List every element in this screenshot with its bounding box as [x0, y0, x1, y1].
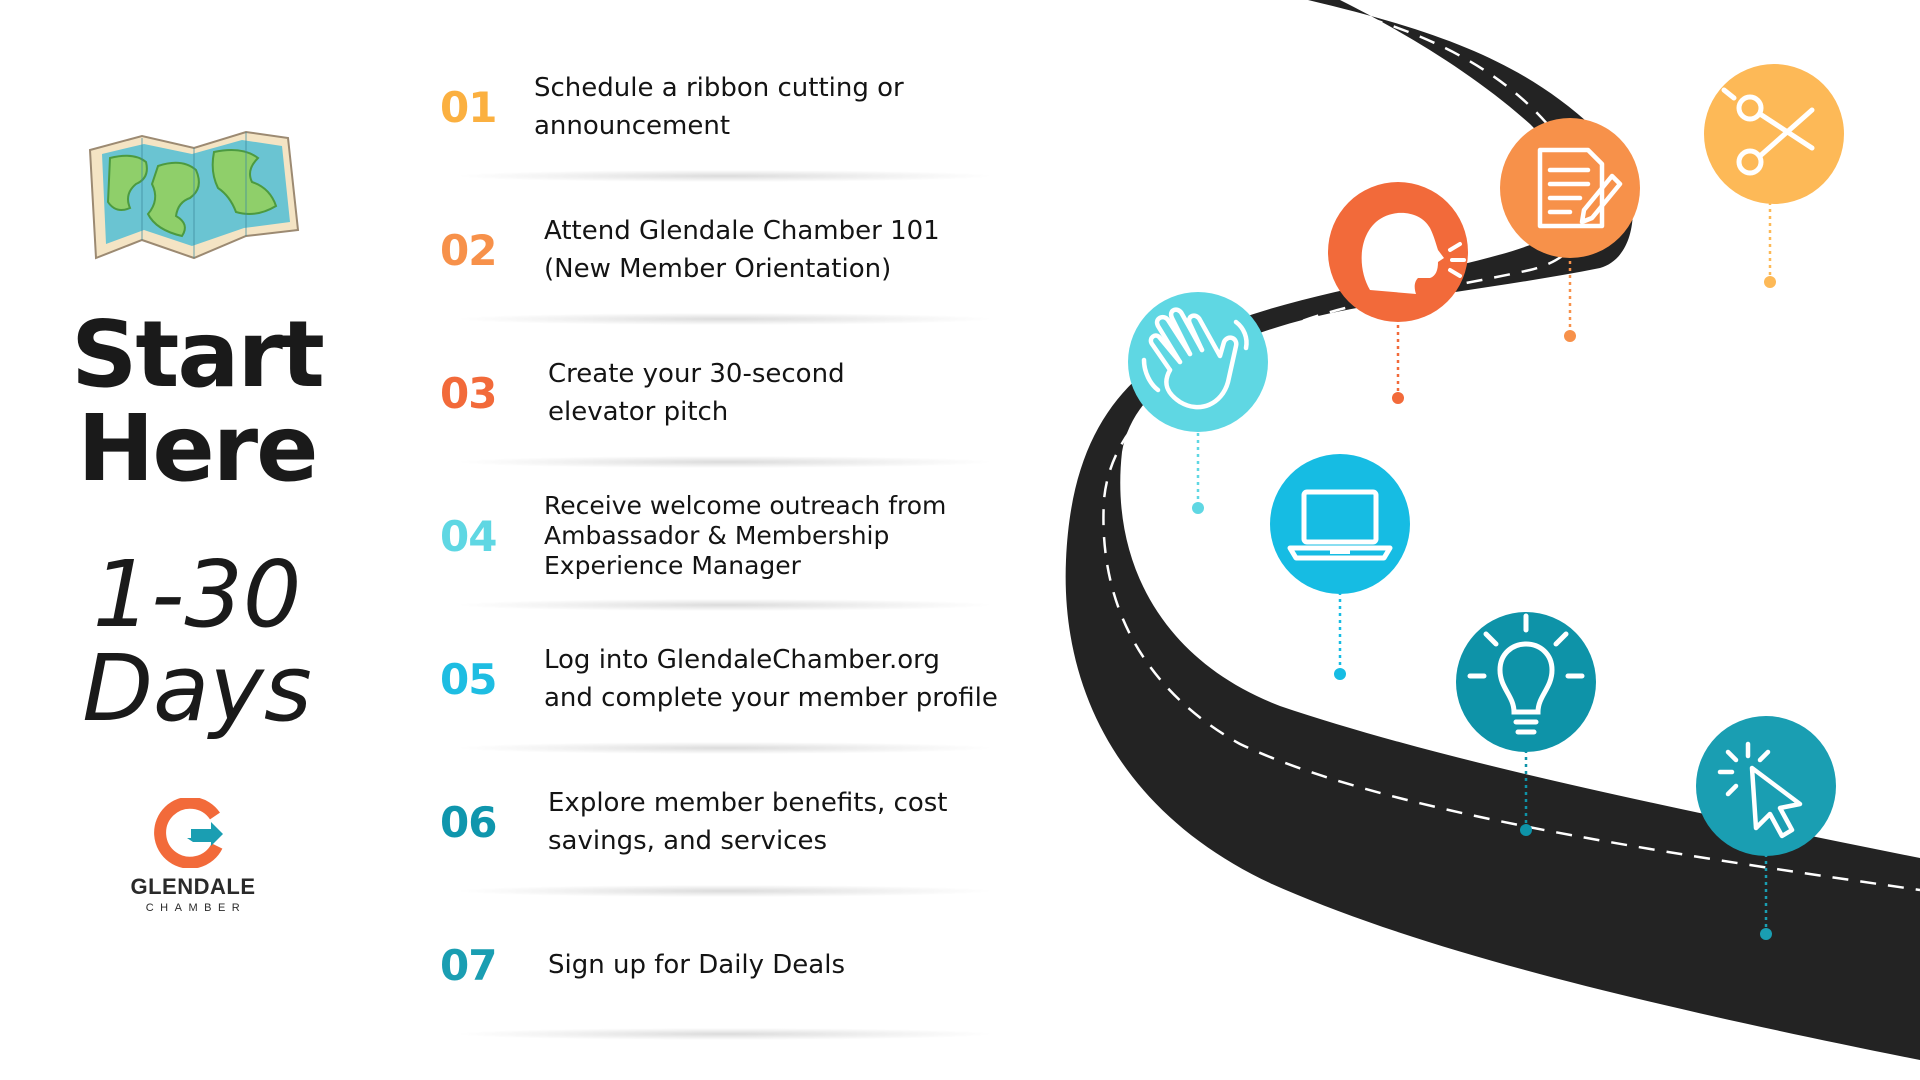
step-text: Log into GlendaleChamber.org and complet…	[544, 645, 998, 713]
speaking-head-icon	[1328, 182, 1468, 322]
step-item-03: 03 Create your 30-second elevator pitch	[430, 334, 1030, 477]
folded-map-icon	[88, 130, 300, 260]
step-divider	[460, 1028, 990, 1040]
step-number: 06	[440, 797, 497, 847]
duration-range: 1-30	[92, 541, 302, 648]
laptop-icon	[1270, 454, 1410, 594]
step-number: 03	[440, 368, 497, 418]
logo-subtitle: CHAMBER	[145, 902, 247, 914]
step-item-05: 05 Log into GlendaleChamber.org and comp…	[430, 620, 1030, 763]
step-text: Schedule a ribbon cutting or announcemen…	[534, 73, 904, 141]
step-divider	[460, 742, 990, 754]
duration-unit: Days	[82, 635, 312, 742]
pin-cursor	[1760, 854, 1772, 940]
step-item-02: 02 Attend Glendale Chamber 101 (New Memb…	[430, 191, 1030, 334]
lightbulb-icon	[1456, 612, 1596, 752]
glendale-chamber-logo: GLENDALE CHAMBER	[118, 798, 268, 918]
roadmap-illustration	[1065, 0, 1920, 1060]
step-divider	[460, 885, 990, 897]
scissors-icon	[1704, 64, 1844, 204]
waving-hand-icon	[1128, 292, 1268, 432]
step-text: Create your 30-second elevator pitch	[548, 359, 845, 427]
step-number: 01	[440, 82, 497, 132]
step-text: Attend Glendale Chamber 101 (New Member …	[544, 216, 940, 284]
logo-g-icon	[154, 798, 223, 868]
step-item-06: 06 Explore member benefits, cost savings…	[430, 763, 1030, 906]
step-divider	[460, 599, 990, 611]
step-number: 07	[440, 940, 497, 990]
duration-label: 1-30 Days	[52, 548, 342, 736]
step-text: Explore member benefits, cost savings, a…	[548, 788, 948, 856]
step-item-07: 07 Sign up for Daily Deals	[430, 906, 1030, 1049]
cursor-click-icon	[1696, 716, 1836, 856]
step-text: Receive welcome outreach from Ambassador…	[544, 491, 947, 580]
road	[1065, 0, 1920, 1060]
page-title: Start Here	[52, 308, 342, 496]
title-line-here: Here	[77, 395, 318, 502]
step-divider	[460, 313, 990, 325]
step-number: 04	[440, 511, 497, 561]
step-item-04: 04 Receive welcome outreach from Ambassa…	[430, 477, 1030, 620]
logo-name: GLENDALE	[130, 874, 256, 899]
step-number: 02	[440, 225, 497, 275]
step-item-01: 01 Schedule a ribbon cutting or announce…	[430, 48, 1030, 191]
step-divider	[460, 456, 990, 468]
document-icon	[1500, 118, 1640, 258]
step-divider	[460, 170, 990, 182]
step-text: Sign up for Daily Deals	[548, 950, 846, 980]
step-number: 05	[440, 654, 497, 704]
title-line-start: Start	[71, 301, 325, 408]
